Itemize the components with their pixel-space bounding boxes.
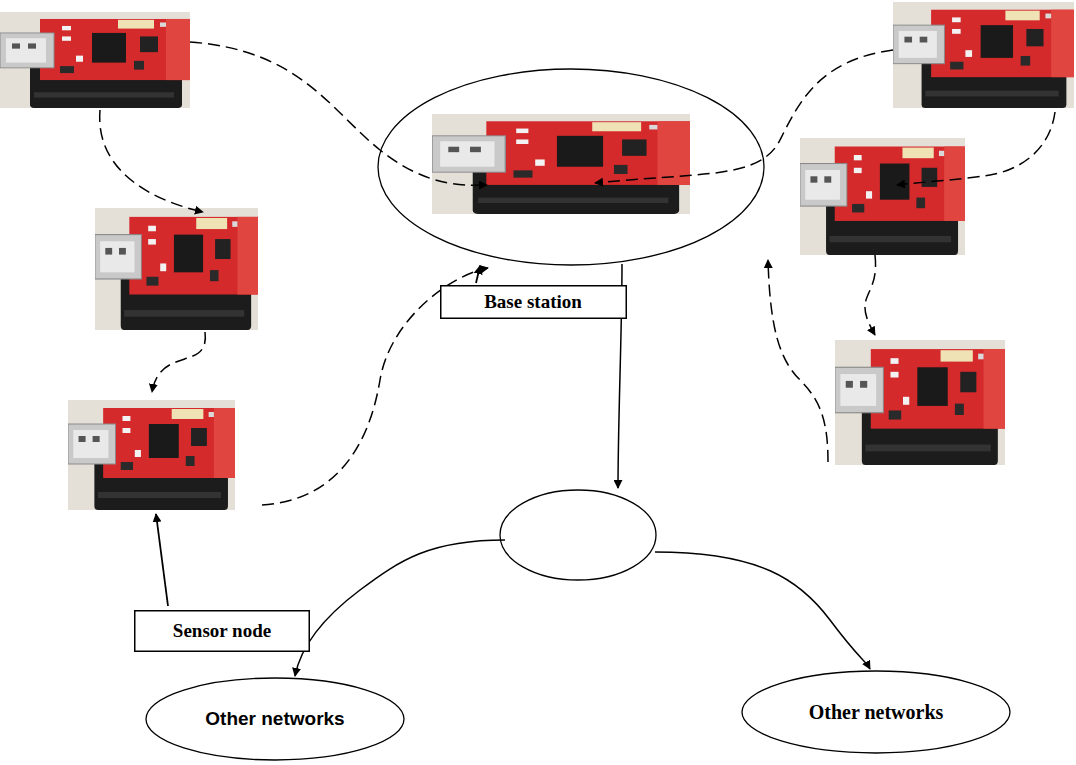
node-label: Base station	[484, 291, 582, 313]
network-ellipse: Other networks	[145, 677, 405, 761]
uplink-arrow	[295, 540, 505, 676]
radio-link	[595, 50, 893, 183]
sensor-node-photo	[95, 208, 258, 330]
sensor-node-photo	[800, 138, 965, 255]
label-box: Base station	[440, 285, 627, 319]
network-ellipse: Other networks	[741, 670, 1011, 754]
sensor-node-photo	[68, 400, 235, 510]
radio-link	[768, 260, 828, 462]
radio-link	[897, 112, 1055, 185]
radio-link	[152, 332, 205, 392]
node-label: Other networks	[809, 701, 944, 724]
text-block: Sensor node	[173, 620, 271, 642]
node-label: Other networks	[205, 708, 344, 730]
gateway-ellipse	[500, 490, 656, 580]
box-shape	[135, 611, 310, 652]
uplink-arrow	[655, 552, 870, 669]
base-station-ellipse	[378, 69, 764, 265]
node-label: Sensor node	[173, 620, 271, 642]
radio-link	[100, 110, 203, 212]
radio-link	[865, 255, 876, 335]
leader-arrow	[476, 266, 480, 283]
box-shape	[440, 286, 626, 319]
sensor-node-photo	[0, 12, 190, 108]
ellipse-shape	[742, 671, 1010, 753]
text-block: Base station	[484, 291, 582, 313]
ellipse-shape	[146, 678, 404, 760]
leader-arrow	[156, 514, 168, 606]
sensor-node-photo	[893, 2, 1074, 108]
base-station-photo	[432, 114, 690, 214]
radio-link	[190, 42, 487, 185]
sensor-node-photo	[835, 340, 1005, 465]
text-block: Other networks	[809, 701, 944, 724]
label-box: Sensor node	[134, 610, 310, 652]
text-block: Other networks	[205, 708, 344, 730]
